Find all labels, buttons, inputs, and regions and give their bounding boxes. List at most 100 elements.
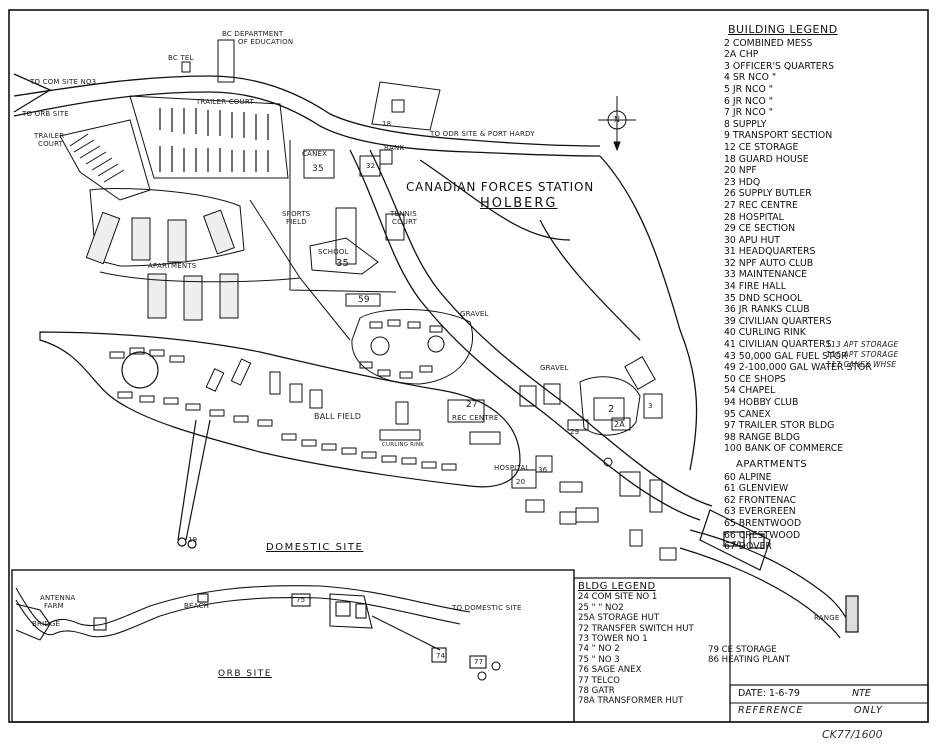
legend-item: 27 REC CENTRE [724, 199, 798, 211]
legend-item: 31 HEADQUARTERS [724, 246, 816, 258]
legend-item: 94 HOBBY CLUB [724, 397, 799, 408]
legend-item: 30 APU HUT [724, 234, 780, 246]
apartment-legend-item: 63 EVERGREEN [724, 506, 796, 518]
legend-item: 40 CURLING RINK [724, 327, 806, 339]
legend-item: 23 HDQ [724, 176, 761, 188]
legend-item: 12 CE STORAGE [724, 141, 799, 153]
left-trailers [59, 119, 151, 201]
ball-field-label: BALL FIELD [314, 412, 362, 421]
hospital-label: HOSPITAL [494, 464, 530, 472]
legend-item: 9 TRANSPORT SECTION [724, 130, 833, 142]
building-number: 32 [366, 162, 376, 170]
compass [598, 96, 636, 152]
legend-item: 54 CHAPEL [724, 385, 776, 397]
building-number: 59 [358, 295, 370, 305]
trailer-court-left-label-2: COURT [38, 140, 64, 148]
bldg-legend-item: 77 TELCO [578, 675, 620, 686]
tennis-court-label-1: TENNIS [390, 210, 417, 218]
legend-item: 33 MAINTENANCE [724, 269, 808, 281]
bc-tel-label: BC TEL [168, 54, 194, 62]
gravel-label-1: GRAVEL [460, 310, 489, 318]
building-number: 18 [382, 120, 392, 128]
bc-dept-label: BC DEPARTMENT [222, 30, 284, 38]
bldg-legend-item: 25A STORAGE HUT [578, 613, 660, 624]
bldg-legend-item: 86 HEATING PLANT [708, 655, 791, 666]
legend-item: 34 FIRE HALL [724, 281, 786, 293]
bldg-legend-item: 79 CE STORAGE [708, 645, 777, 655]
trailer-court-label: TRAILER COURT [196, 98, 254, 106]
compass-n-label: N [614, 115, 621, 124]
school-label: SCHOOL [318, 248, 349, 256]
station-name: HOLBERG [480, 196, 558, 211]
legend-item: 43 50,000 GAL FUEL STOR [724, 350, 848, 362]
bldg-legend-item: 78A TRANSFORMER HUT [578, 696, 684, 707]
building-number: 75 [296, 596, 306, 604]
central-loop [351, 308, 474, 385]
apartments-area [85, 188, 351, 341]
highway [13, 73, 601, 157]
building-number: 35 [336, 258, 350, 269]
building-number: 35 [312, 164, 324, 174]
orb-site-map [15, 585, 501, 681]
legend-item: 41 CIVILIAN QUARTERS [724, 339, 832, 351]
legend-item: 95 CANEX [724, 408, 771, 420]
legend-item: 20 NPF [724, 165, 757, 177]
legend-item: 8 SUPPLY [724, 118, 767, 130]
apartment-legend-item: 60 ALPINE [724, 471, 772, 483]
to-domestic-site-label: TO DOMESTIC SITE [452, 604, 522, 612]
legend-item: 26 SUPPLY BUTLER [724, 188, 812, 200]
apartment-legend-item: 66 CRESTWOOD [724, 529, 801, 541]
bldg-legend-item: 25 " " NO2 [578, 602, 624, 613]
apartment-legend-item: 65 BRENTWOOD [724, 517, 802, 529]
antenna-farm-label-2: FARM [44, 602, 64, 610]
bridge-label: BRIDGE [32, 620, 61, 628]
date-label: DATE: 1-6-79 [738, 688, 800, 699]
bldg-legend-item: 73 TOWER NO 1 [578, 634, 648, 645]
building-number: 36 [538, 466, 548, 474]
legend-item: 35 DND SCHOOL [724, 292, 803, 304]
legend-item: 50 CE SHOPS [724, 373, 786, 385]
range-label: RANGE [814, 614, 840, 622]
bldg-legend-item: 74 " NO 2 [578, 644, 620, 655]
east-buildings [519, 356, 677, 561]
sports-field-label-2: FIELD [286, 218, 307, 226]
domestic-housing [39, 331, 537, 549]
bldg-legend-title: BLDG LEGEND [578, 581, 656, 592]
signature: CK77/1600 [822, 728, 883, 741]
date-box: DATE: 1-6-79 NTE REFERENCE ONLY [732, 688, 924, 718]
legend-item: 2A CHP [724, 49, 759, 61]
apartment-legend-item: 61 GLENVIEW [724, 483, 789, 495]
legend-item: 4 SR NCO " [724, 72, 777, 84]
beach-label: BEACH [184, 602, 210, 610]
legend-extra-117: 117 CANEX WHSE [826, 360, 897, 369]
building-number: 76 [732, 540, 742, 548]
legend-item: 98 RANGE BLDG [724, 431, 801, 443]
building-number: 27 [466, 400, 478, 410]
tennis-court-label-2: COURT [392, 218, 418, 226]
legend-item: 39 CIVILIAN QUARTERS [724, 315, 832, 327]
legend-item: 5 JR NCO " [724, 83, 774, 95]
antenna-farm-label-1: ANTENNA [40, 594, 76, 602]
nte-label: NTE [852, 688, 871, 699]
of-education-label: OF EDUCATION [238, 38, 294, 46]
legend-item: 3 OFFICER'S QUARTERS [724, 60, 835, 72]
central-facilities [289, 81, 441, 307]
apartment-legend-item: 67 DOVER [724, 541, 772, 553]
building-number: 19 [188, 536, 198, 544]
legend-item: 6 JR NCO " [724, 95, 774, 107]
to-orb-site-label: TO ORB SITE [22, 110, 69, 118]
bldg-legend-item: 72 TRANSFER SWITCH HUT [578, 623, 694, 634]
legend-item: 7 JR NCO " [724, 107, 774, 119]
legend-item: 36 JR RANKS CLUB [724, 304, 810, 316]
legend-extra-116: 116 APT STORAGE [826, 350, 899, 359]
legend-item: 100 BANK OF COMMERCE [724, 443, 844, 455]
legend-item: 18 GUARD HOUSE [724, 153, 809, 165]
legend-item: 97 TRAILER STOR BLDG [724, 420, 835, 432]
curling-rink-label: CURLING RINK [382, 442, 425, 448]
station-title: CANADIAN FORCES STATION [406, 180, 595, 194]
